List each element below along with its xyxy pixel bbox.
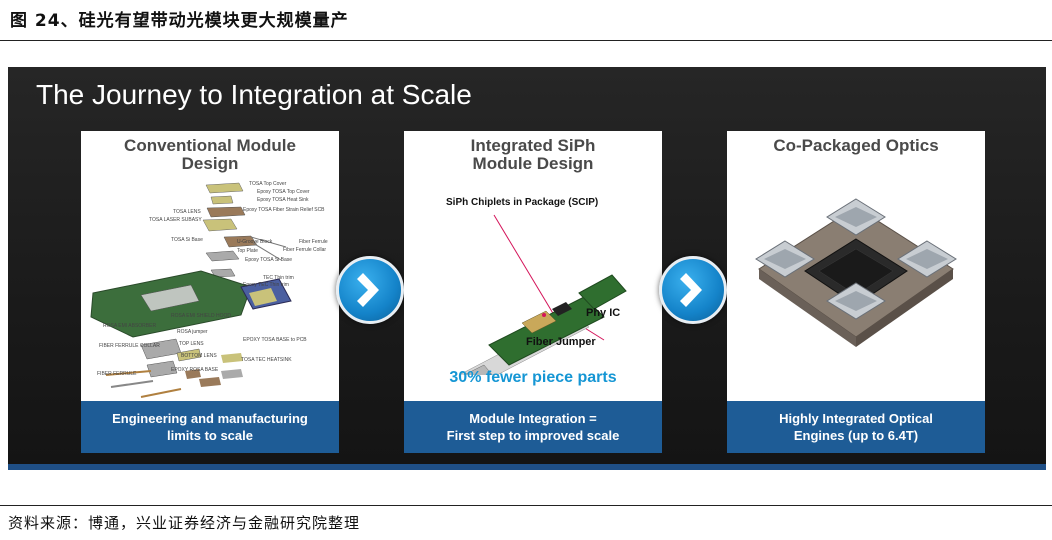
card-heading-line2: Module Design: [472, 154, 594, 173]
part-label: Fiber Ferrule Collar: [283, 247, 327, 253]
chevron-right-icon: [336, 256, 404, 324]
part-label: ROSA EMI ABSORBER: [103, 323, 157, 329]
card-integrated-siph: Integrated SiPh Module Design SiPh Chipl…: [404, 131, 662, 453]
scip-label: SiPh Chiplets in Package (SCIP): [446, 197, 599, 208]
cpo-package-illustration: [755, 198, 957, 347]
card-footer: Highly Integrated Optical Engines (up to…: [727, 401, 985, 453]
card-heading: Conventional Module Design: [81, 137, 339, 173]
part-label: EPOXY ROSA BASE: [171, 367, 219, 373]
part-label: ROSA EMI SHIELD HOOD: [171, 313, 232, 319]
card-heading-line1: Co-Packaged Optics: [773, 136, 939, 155]
card-footer-line2: limits to scale: [167, 428, 253, 443]
card-footer-line2: Engines (up to 6.4T): [793, 428, 919, 443]
figure-title: 图 24、硅光有望带动光模块更大规模量产: [10, 11, 349, 31]
card-heading-line1: Integrated SiPh: [470, 136, 596, 155]
part-label: EPOXY TOSA BASE to PCB: [243, 337, 307, 343]
part-label: Fiber Ferrule: [299, 239, 328, 245]
part-label: FIBER FERRULE COLLAR: [99, 343, 160, 349]
card-heading-line1: Conventional Module: [124, 136, 296, 155]
card-conventional: Conventional Module Design: [81, 131, 339, 453]
part-label: TOSA Si Base: [171, 237, 203, 243]
part-label: TOP LENS: [179, 341, 204, 347]
part-label: Epoxy TOSA Si Base: [245, 257, 293, 263]
exploded-module-illustration: [90, 182, 292, 398]
part-label: Epoxy TOSA Top Cover: [257, 189, 310, 195]
phy-ic-label: Phy IC: [586, 307, 621, 319]
part-label: BOTTOM LENS: [181, 353, 217, 359]
card-footer-line1: Highly Integrated Optical: [779, 411, 933, 426]
card-heading-line2: Design: [181, 154, 239, 173]
card-footer-line1: Module Integration =: [469, 411, 597, 426]
figure-source: 资料来源：博通，兴业证券经济与金融研究院整理: [8, 514, 361, 532]
part-label: ROSA jumper: [177, 329, 208, 335]
top-rule: [0, 40, 1052, 41]
card-co-packaged-optics: Co-Packaged Optics Highly Inte: [727, 131, 985, 453]
slide-title: The Journey to Integration at Scale: [36, 79, 472, 110]
card-footer: Module Integration = First step to impro…: [404, 401, 662, 453]
card-footer: Engineering and manufacturing limits to …: [81, 401, 339, 453]
part-label: TOSA Top Cover: [249, 181, 287, 187]
part-label: Epoxy TOSA Fiber Strain Relief SCB: [243, 207, 325, 213]
siph-module-illustration: [458, 214, 627, 375]
part-label: TEC Thin trim: [263, 275, 294, 281]
part-label: TOSA TEC HEATSINK: [241, 357, 292, 363]
chevron-right-icon: [659, 256, 727, 324]
part-label: TOSA LASER SUBASY: [149, 217, 202, 223]
part-label: Epoxy TOSA Heat Sink: [257, 197, 309, 203]
fewer-parts-callout: 30% fewer piece parts: [449, 369, 617, 386]
card-heading: Integrated SiPh Module Design: [404, 137, 662, 173]
part-label: TOSA LENS: [173, 209, 201, 215]
slide: The Journey to Integration at Scale Conv…: [8, 67, 1046, 469]
card-footer-line2: First step to improved scale: [446, 428, 620, 443]
part-label: FIBER FERRULE: [97, 371, 137, 377]
card-heading: Co-Packaged Optics: [727, 137, 985, 155]
part-label: Top Plate: [237, 248, 258, 254]
slide-bottom-bar: [8, 464, 1046, 470]
card-footer-line1: Engineering and manufacturing: [112, 411, 308, 426]
bottom-rule: [0, 505, 1052, 506]
part-label: Epoxy TEC Thin trim: [243, 282, 289, 288]
fiber-jumper-label: Fiber Jumper: [526, 336, 596, 348]
part-label: U-Groove Block: [237, 239, 273, 245]
